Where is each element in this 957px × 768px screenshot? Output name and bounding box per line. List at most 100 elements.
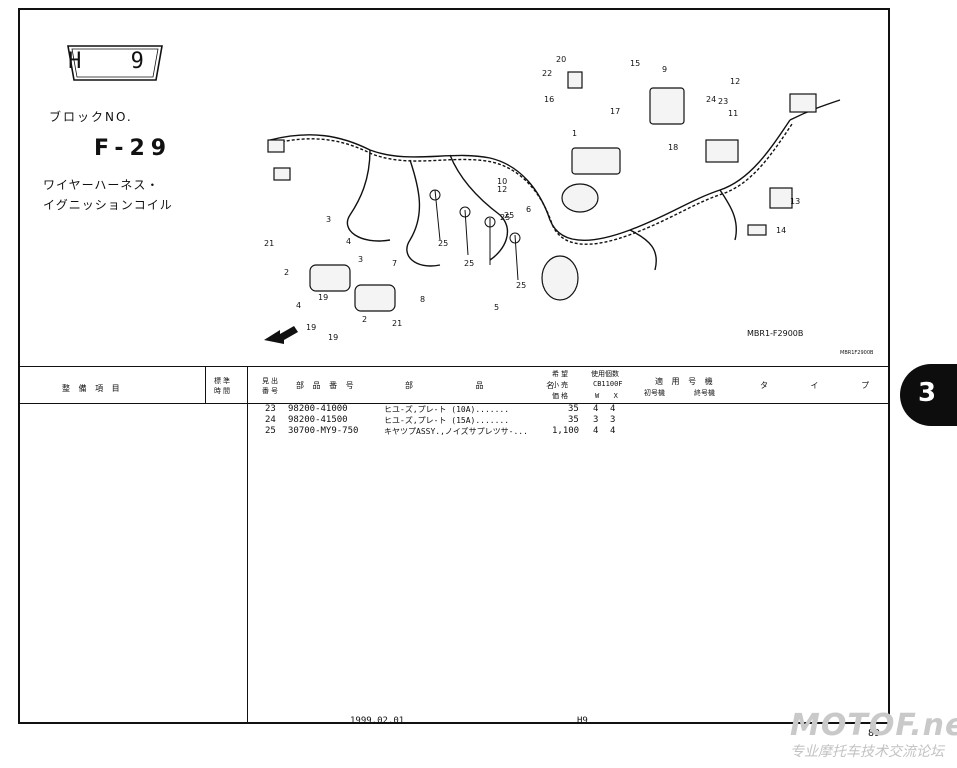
block-code: H 9 [68, 49, 162, 74]
svg-text:14: 14 [776, 226, 786, 235]
svg-text:2: 2 [362, 315, 367, 324]
svg-text:6: 6 [526, 205, 531, 214]
svg-text:10: 10 [497, 177, 507, 186]
header-type: タ イ プ [760, 381, 890, 390]
horn-icon [561, 183, 599, 213]
ignition-coil-2-icon [354, 284, 396, 312]
svg-text:15: 15 [630, 59, 640, 68]
row-qty-w: 4 [593, 426, 599, 436]
row-qty-w: 3 [593, 415, 599, 425]
figure-code-small: MBR1F2900B [840, 350, 874, 356]
row-ref: 25 [265, 426, 276, 436]
svg-text:18: 18 [668, 143, 678, 152]
plug-caps [429, 189, 521, 281]
svg-text:25: 25 [504, 211, 514, 220]
row-price: 35 [568, 415, 579, 425]
row-name: キヤツプASSY.,ノイズサプレツサ-... [384, 427, 528, 436]
row-qty-x: 4 [610, 404, 616, 414]
header-part-number: 部 品 番 号 [296, 381, 357, 390]
svg-text:11: 11 [728, 109, 738, 118]
footer-block: H9 [577, 716, 588, 726]
footer-date: 1999.02.01 [350, 716, 405, 726]
col-divider-1 [205, 366, 206, 403]
svg-text:25: 25 [516, 281, 526, 290]
group-code: F-29 [94, 136, 173, 161]
svg-text:16: 16 [544, 95, 554, 104]
regulator-icon [649, 87, 685, 125]
row-ref: 23 [265, 404, 276, 414]
row-price: 35 [568, 404, 579, 414]
row-price: 1,100 [552, 426, 580, 436]
row-part-no: 98200-41000 [288, 404, 348, 414]
header-price-bottom: 価格 [552, 392, 570, 400]
svg-text:5: 5 [494, 303, 499, 312]
block-no-label: ブロックNO. [49, 110, 133, 124]
row-ref: 24 [265, 415, 276, 425]
svg-text:2: 2 [284, 268, 289, 277]
components [267, 71, 817, 312]
svg-text:12: 12 [730, 77, 740, 86]
watermark-subtitle: 专业摩托车技术交流论坛 [790, 744, 944, 760]
header-end-no: 終号機 [694, 389, 715, 397]
col-divider-2 [247, 366, 248, 724]
svg-text:22: 22 [542, 69, 552, 78]
row-part-no: 98200-41500 [288, 415, 348, 425]
row-qty-x: 3 [610, 415, 616, 425]
wire-harness [269, 99, 841, 271]
svg-text:19: 19 [306, 323, 316, 332]
header-ref-no: 見出 番号 [262, 377, 280, 395]
fuse-box-icon [705, 139, 739, 163]
svg-text:4: 4 [346, 237, 351, 246]
figure-code: MBR1-F2900B [747, 329, 804, 338]
svg-text:9: 9 [662, 65, 667, 74]
title-line-2: イグニッションコイル [43, 198, 173, 212]
connector-left-2-icon [273, 167, 291, 181]
header-standard-time: 標準 時間 [214, 377, 232, 395]
header-start-no: 初号機 [644, 389, 665, 397]
row-name: ヒユ-ズ,プレ-ト (10A)....... [384, 405, 510, 414]
ecu-unit-icon [571, 147, 621, 175]
header-maintenance-item: 整 備 項 目 [62, 384, 123, 393]
svg-text:17: 17 [610, 107, 620, 116]
svg-text:19: 19 [328, 333, 338, 342]
svg-text:3: 3 [358, 255, 363, 264]
header-price-top: 希望 [552, 370, 570, 378]
svg-text:21: 21 [264, 239, 274, 248]
relay-icon [769, 187, 793, 209]
svg-text:25: 25 [500, 213, 510, 222]
header-usage-qty: 使用個数 [591, 370, 619, 378]
header-model: CB1100F [593, 380, 623, 388]
header-part-name: 部 品 名 [405, 381, 585, 390]
header-model-cols: W X [595, 392, 620, 400]
page-number: 89 [868, 728, 881, 739]
svg-text:25: 25 [464, 259, 474, 268]
svg-text:7: 7 [392, 259, 397, 268]
row-name: ヒユ-ズ,プレ-ト (15A)....... [384, 416, 510, 425]
section-tab-label: 3 [918, 378, 937, 408]
header-applicable-no: 適 用 号 機 [655, 377, 716, 386]
svg-text:23: 23 [718, 97, 728, 106]
block-badge: H 9 [64, 44, 166, 82]
svg-text:25: 25 [438, 239, 448, 248]
svg-text:8: 8 [420, 295, 425, 304]
svg-text:24: 24 [706, 95, 716, 104]
header-price-mid: 小売 [552, 381, 570, 389]
svg-text:3: 3 [326, 215, 331, 224]
ignition-coil-1-icon [309, 264, 351, 292]
svg-text:20: 20 [556, 55, 566, 64]
svg-text:21: 21 [392, 319, 402, 328]
connector-right-icon [789, 93, 817, 113]
row-part-no: 30700-MY9-750 [288, 426, 359, 436]
svg-text:1: 1 [572, 129, 577, 138]
watermark-logo: MOTOF.net [790, 708, 957, 743]
bracket-icon [567, 71, 583, 89]
badge-outline [67, 45, 163, 81]
connector-icon [747, 224, 767, 236]
svg-text:13: 13 [790, 197, 800, 206]
table-header-rule [18, 403, 890, 404]
svg-text:12: 12 [497, 185, 507, 194]
section-tab [900, 364, 957, 426]
row-qty-w: 4 [593, 404, 599, 414]
